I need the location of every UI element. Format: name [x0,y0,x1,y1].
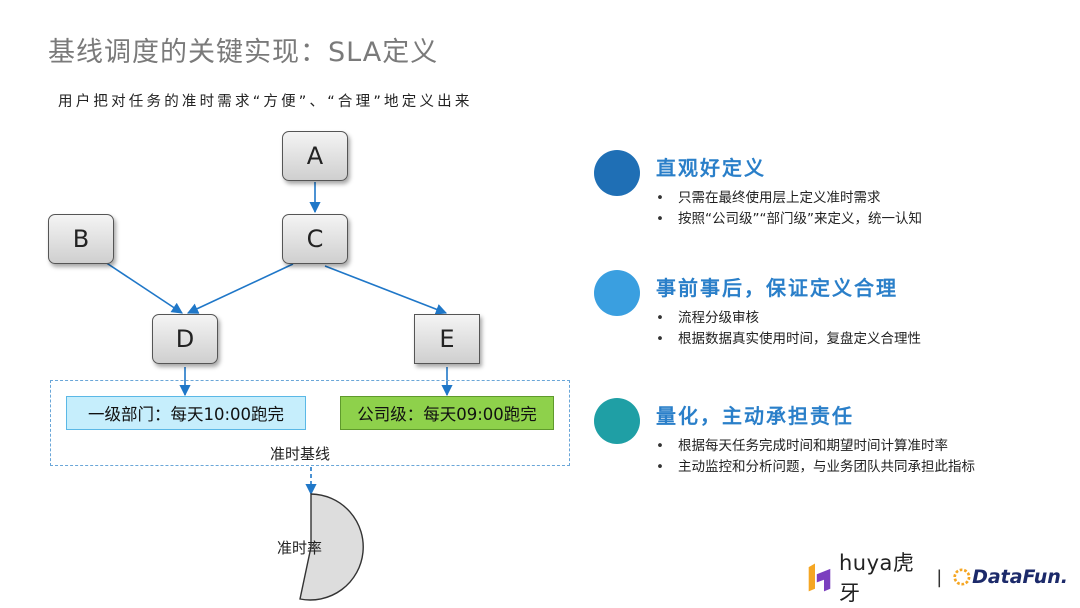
bullet-item: 流程分级审核 [656,308,921,329]
slide-title: 基线调度的关键实现：SLA定义 [48,37,439,68]
huya-logo-text: huya虎牙 [838,551,915,605]
node-c: C [282,214,348,264]
edge-c-d [186,263,294,314]
on-time-rate-pie [299,493,364,601]
company-level-target: 公司级：每天09:00跑完 [340,396,554,430]
section-bullets: 根据每天任务完成时间和期望时间计算准时率 主动监控和分析问题，与业务团队共同承担… [656,436,975,478]
logo-separator: | [936,566,943,588]
footer-logos: huya虎牙 | DataFun. [806,551,1068,605]
edge-c-e [324,265,448,315]
bullet-item: 只需在最终使用层上定义准时需求 [656,188,922,209]
node-e: E [414,314,480,364]
baseline-container [50,380,570,466]
edge-b-d [104,261,183,314]
bullet-item: 主动监控和分析问题，与业务团队共同承担此指标 [656,457,975,478]
section-bullet-circle [594,398,640,444]
section-bullets: 流程分级审核 根据数据真实使用时间，复盘定义合理性 [656,308,921,350]
node-d: D [152,314,218,364]
pie-label: 准时率 [277,539,323,557]
huya-logo-icon [808,563,831,592]
bullet-item: 按照“公司级”“部门级”来定义，统一认知 [656,209,922,230]
section-title: 量化，主动承担责任 [656,404,854,428]
section-bullets: 只需在最终使用层上定义准时需求 按照“公司级”“部门级”来定义，统一认知 [656,188,922,230]
section-title: 事前事后，保证定义合理 [656,276,898,300]
baseline-label: 准时基线 [270,445,331,463]
section-bullet-circle [594,270,640,316]
datafun-logo-icon [953,568,971,586]
bullet-item: 根据数据真实使用时间，复盘定义合理性 [656,329,921,350]
dept-level-target: 一级部门：每天10:00跑完 [66,396,306,430]
bullet-item: 根据每天任务完成时间和期望时间计算准时率 [656,436,975,457]
node-a: A [282,131,348,181]
datafun-logo-text: DataFun. [972,566,1068,588]
section-title: 直观好定义 [656,156,766,180]
section-bullet-circle [594,150,640,196]
slide-subtitle: 用户把对任务的准时需求“方便”、“合理”地定义出来 [58,94,473,110]
node-b: B [48,214,114,264]
